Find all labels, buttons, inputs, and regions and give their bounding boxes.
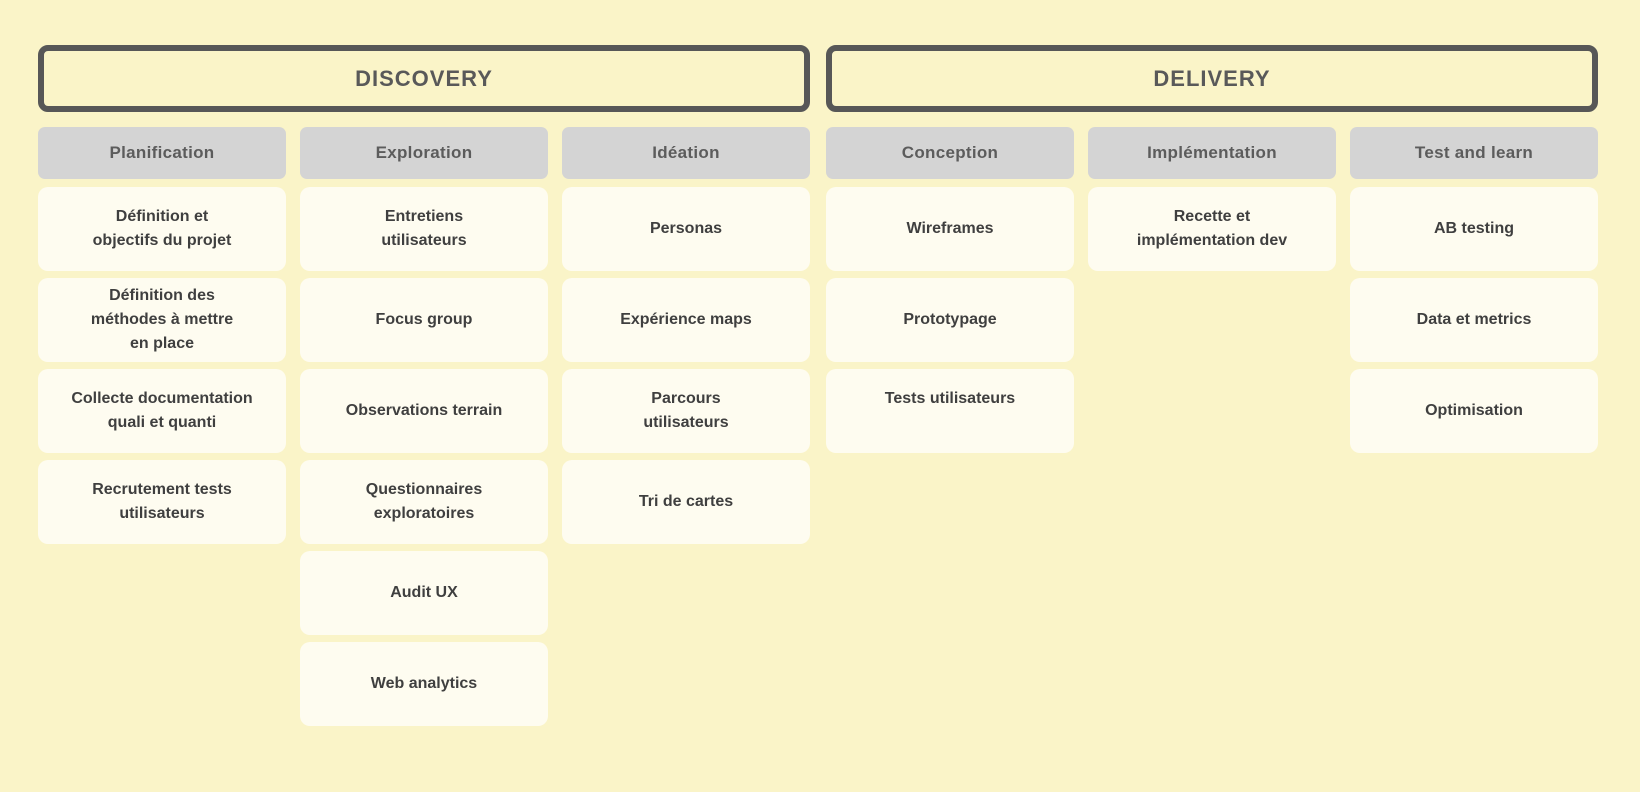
column-ideation: Idéation Personas Expérience maps Parcou… [562, 127, 810, 733]
column-conception: Conception Wireframes Prototypage Tests … [826, 127, 1074, 460]
group-discovery: DISCOVERY Planification Définition et ob… [38, 45, 810, 733]
process-card: Data et metrics [1350, 278, 1598, 362]
process-card: Personas [562, 187, 810, 271]
process-card: Questionnaires exploratoires [300, 460, 548, 544]
delivery-title-box: DELIVERY [826, 45, 1598, 112]
process-card: Parcours utilisateurs [562, 369, 810, 453]
column-header-ideation: Idéation [562, 127, 810, 179]
process-card: AB testing [1350, 187, 1598, 271]
process-card: Audit UX [300, 551, 548, 635]
column-header-conception: Conception [826, 127, 1074, 179]
process-card: Prototypage [826, 278, 1074, 362]
group-delivery: DELIVERY Conception Wireframes Prototypa… [826, 45, 1598, 733]
column-header-implementation: Implémentation [1088, 127, 1336, 179]
process-card: Tests utilisateurs [826, 369, 1074, 453]
process-card: Collecte documentation quali et quanti [38, 369, 286, 453]
process-card: Définition des méthodes à mettre en plac… [38, 278, 286, 362]
delivery-title: DELIVERY [1153, 65, 1271, 91]
column-header-planification: Planification [38, 127, 286, 179]
process-card: Expérience maps [562, 278, 810, 362]
discovery-title: DISCOVERY [355, 65, 493, 91]
column-header-exploration: Exploration [300, 127, 548, 179]
column-implementation: Implémentation Recette et implémentation… [1088, 127, 1336, 460]
process-card: Définition et objectifs du projet [38, 187, 286, 271]
process-card: Recette et implémentation dev [1088, 187, 1336, 271]
process-card: Wireframes [826, 187, 1074, 271]
column-exploration: Exploration Entretiens utilisateurs Focu… [300, 127, 548, 733]
process-card: Web analytics [300, 642, 548, 726]
delivery-columns: Conception Wireframes Prototypage Tests … [826, 127, 1598, 460]
column-planification: Planification Définition et objectifs du… [38, 127, 286, 733]
discovery-title-box: DISCOVERY [38, 45, 810, 112]
discovery-columns: Planification Définition et objectifs du… [38, 127, 810, 733]
process-card: Focus group [300, 278, 548, 362]
process-card: Tri de cartes [562, 460, 810, 544]
ux-process-board: DISCOVERY Planification Définition et ob… [38, 45, 1598, 733]
process-card: Recrutement tests utilisateurs [38, 460, 286, 544]
column-test-and-learn: Test and learn AB testing Data et metric… [1350, 127, 1598, 460]
process-card: Entretiens utilisateurs [300, 187, 548, 271]
process-card: Optimisation [1350, 369, 1598, 453]
process-card: Observations terrain [300, 369, 548, 453]
column-header-test-and-learn: Test and learn [1350, 127, 1598, 179]
